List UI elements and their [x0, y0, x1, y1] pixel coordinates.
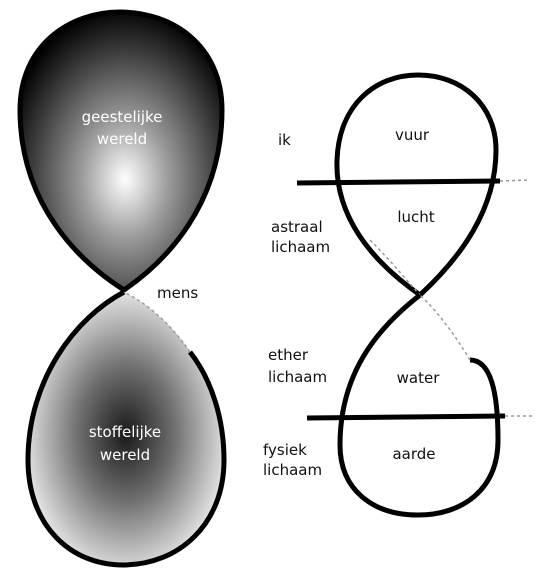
element-fire-label: vuur [395, 126, 430, 144]
material-world-outline [25, 289, 227, 568]
element-water-label: water [397, 369, 441, 387]
label-ether-line2: lichaam [268, 368, 327, 386]
element-air-label: lucht [397, 208, 434, 226]
spiritual-world-label-line1: geestelijke [82, 108, 163, 126]
label-fysiek-line2: lichaam [263, 461, 322, 479]
upper-divider [296, 178, 501, 186]
label-astraal-line2: lichaam [271, 238, 330, 256]
spiritual-world-shape [17, 9, 225, 293]
material-world-label-line1: stoffelijke [89, 423, 161, 441]
lower-divider [306, 413, 506, 421]
upper-loop [334, 72, 499, 298]
right-figure: ik astraal lichaam ether lichaam fysiek … [263, 72, 535, 518]
upper-divider-faint [499, 179, 531, 182]
label-ether-line1: ether [268, 346, 309, 364]
material-world-label-line2: wereld [100, 446, 150, 464]
material-world-shape [28, 292, 224, 565]
label-ik: ik [278, 131, 291, 149]
left-figure: geestelijke wereld mens stoffelijke were… [17, 9, 227, 568]
lower-loop [337, 293, 501, 518]
spiritual-world-label-line2: wereld [97, 130, 147, 148]
lower-loop-faint [419, 294, 471, 361]
label-astraal-line1: astraal [271, 218, 323, 236]
label-fysiek-line1: fysiek [263, 441, 307, 459]
crossing-strand-faint [369, 239, 421, 296]
human-label: mens [157, 284, 198, 302]
element-earth-label: aarde [392, 445, 435, 463]
